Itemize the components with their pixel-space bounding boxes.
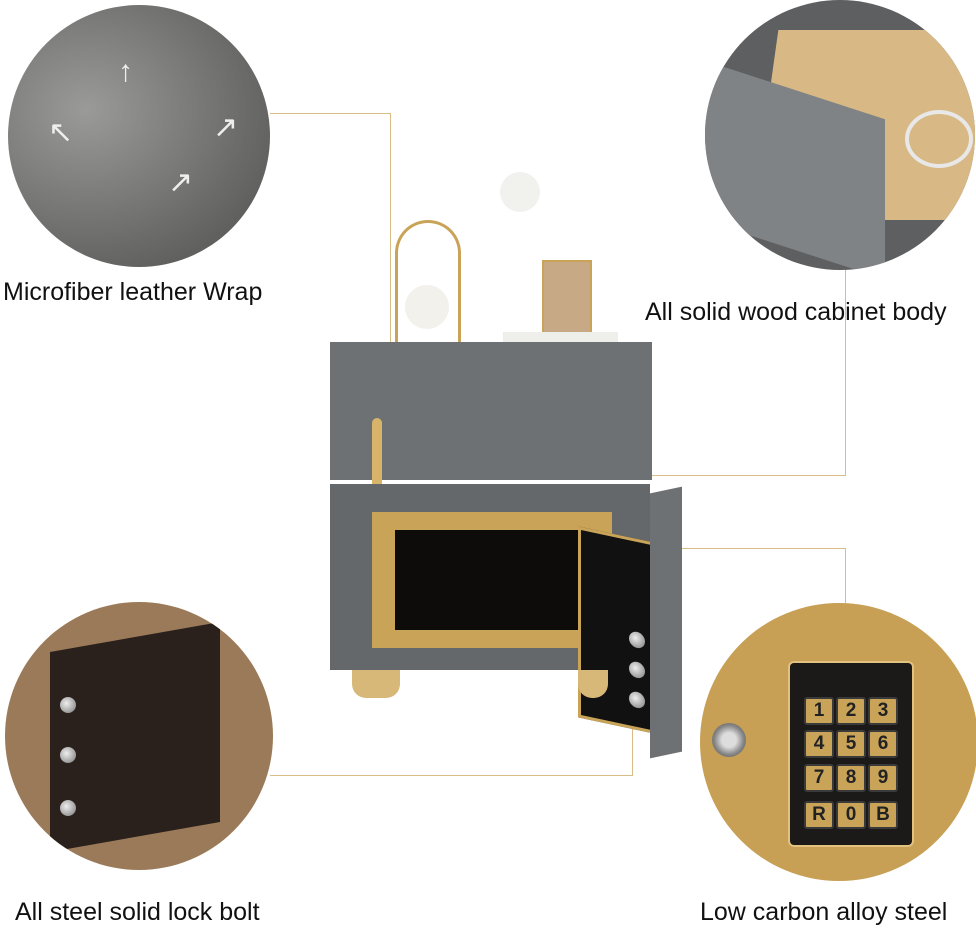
label-steel: Low carbon alloy steel <box>700 898 948 926</box>
arrow-icon: ↗ <box>213 111 239 144</box>
safe-cavity <box>395 530 595 630</box>
safe-door-edge <box>50 622 220 852</box>
arrow-icon: ↑ <box>118 55 133 88</box>
leader-line-leather-v <box>390 113 391 371</box>
leader-line-steel <box>650 548 845 549</box>
cabinet-leg <box>352 670 400 698</box>
flower <box>500 172 540 212</box>
drawer-handle <box>372 418 382 498</box>
lock-bolt <box>60 747 76 763</box>
safe-door <box>578 526 659 735</box>
lock-bolt <box>629 630 645 650</box>
keypad-key[interactable]: 7 <box>804 764 834 792</box>
keypad-key[interactable]: 8 <box>836 764 866 792</box>
leather-detail-image: ↖ ↑ ↗ ↗ <box>8 5 270 267</box>
keypad-key[interactable]: 3 <box>868 697 898 725</box>
label-bolt: All steel solid lock bolt <box>15 898 260 926</box>
keypad-key[interactable]: 5 <box>836 730 866 758</box>
keypad-detail-image: 1 2 3 4 5 6 7 8 9 R 0 B <box>700 603 976 881</box>
lock-bolt <box>629 690 645 710</box>
cabinet-door <box>650 486 682 759</box>
label-leather: Microfiber leather Wrap <box>3 278 263 306</box>
leader-line-bolt-v <box>632 720 633 776</box>
lock-bolt <box>60 697 76 713</box>
keypad-key[interactable]: 6 <box>868 730 898 758</box>
keypad-key[interactable]: 0 <box>836 801 866 829</box>
keypad-key[interactable]: 1 <box>804 697 834 725</box>
keypad-key[interactable]: 4 <box>804 730 834 758</box>
leader-line-wood <box>845 265 846 475</box>
lamp <box>395 220 461 345</box>
keypad-key[interactable]: 2 <box>836 697 866 725</box>
leader-line-bolt <box>270 775 632 776</box>
label-wood: All solid wood cabinet body <box>645 298 947 326</box>
cabinet-top-drawer <box>330 342 652 480</box>
drawer-detail-image <box>705 0 975 270</box>
cabinet-leg <box>578 670 608 698</box>
cable-item <box>905 110 973 168</box>
lamp-bulb <box>405 285 449 329</box>
leader-line-leather <box>270 113 390 114</box>
keypad-key[interactable]: R <box>804 801 834 829</box>
leader-line-wood-h <box>650 475 846 476</box>
arrow-icon: ↗ <box>168 166 194 199</box>
lock-bolt <box>629 660 645 680</box>
leader-line-steel-v <box>845 548 846 603</box>
keypad-key[interactable]: B <box>868 801 898 829</box>
keypad-key[interactable]: 9 <box>868 764 898 792</box>
key-lock-icon <box>712 723 746 757</box>
arrow-icon: ↖ <box>48 116 74 149</box>
lock-bolt-detail-image <box>5 602 273 870</box>
lock-bolt <box>60 800 76 816</box>
vase <box>542 260 592 336</box>
